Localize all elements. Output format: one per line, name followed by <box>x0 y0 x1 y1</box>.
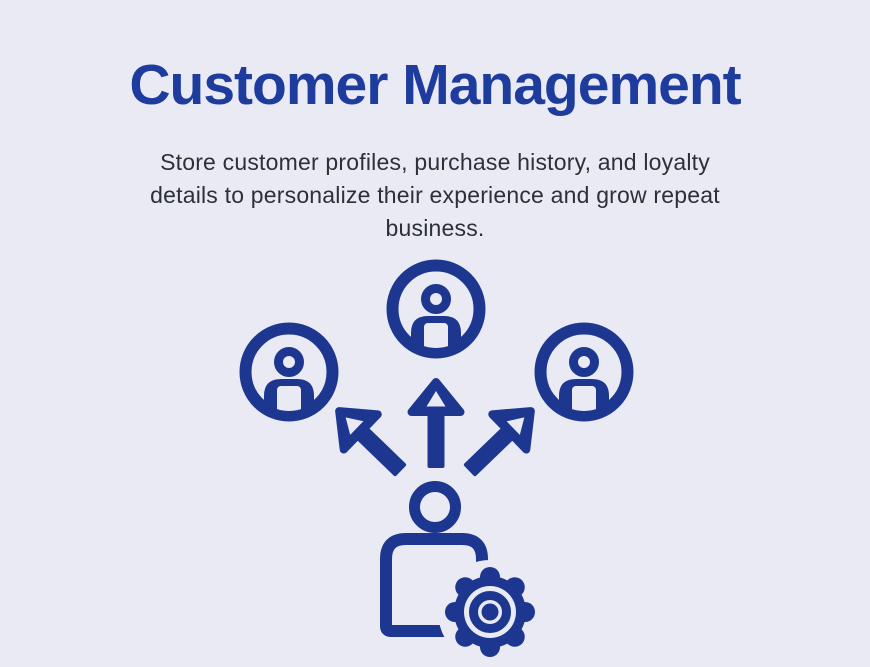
subtitle-line-3: business. <box>385 215 485 241</box>
subtitle-line-1: Store customer profiles, purchase histor… <box>160 149 710 175</box>
user-circle-icon-left <box>246 329 333 421</box>
gear-icon <box>438 560 542 664</box>
user-circle-icon-top <box>393 266 480 358</box>
arrow-up-icon <box>412 382 461 468</box>
user-circle-icon-right <box>541 329 628 421</box>
arrow-up-right-icon <box>452 393 548 488</box>
arrow-up-left-icon <box>322 393 418 488</box>
subtitle-line-2: details to personalize their experience … <box>150 182 720 208</box>
page-subtitle: Store customer profiles, purchase histor… <box>0 146 870 245</box>
page-title: Customer Management <box>129 53 741 117</box>
